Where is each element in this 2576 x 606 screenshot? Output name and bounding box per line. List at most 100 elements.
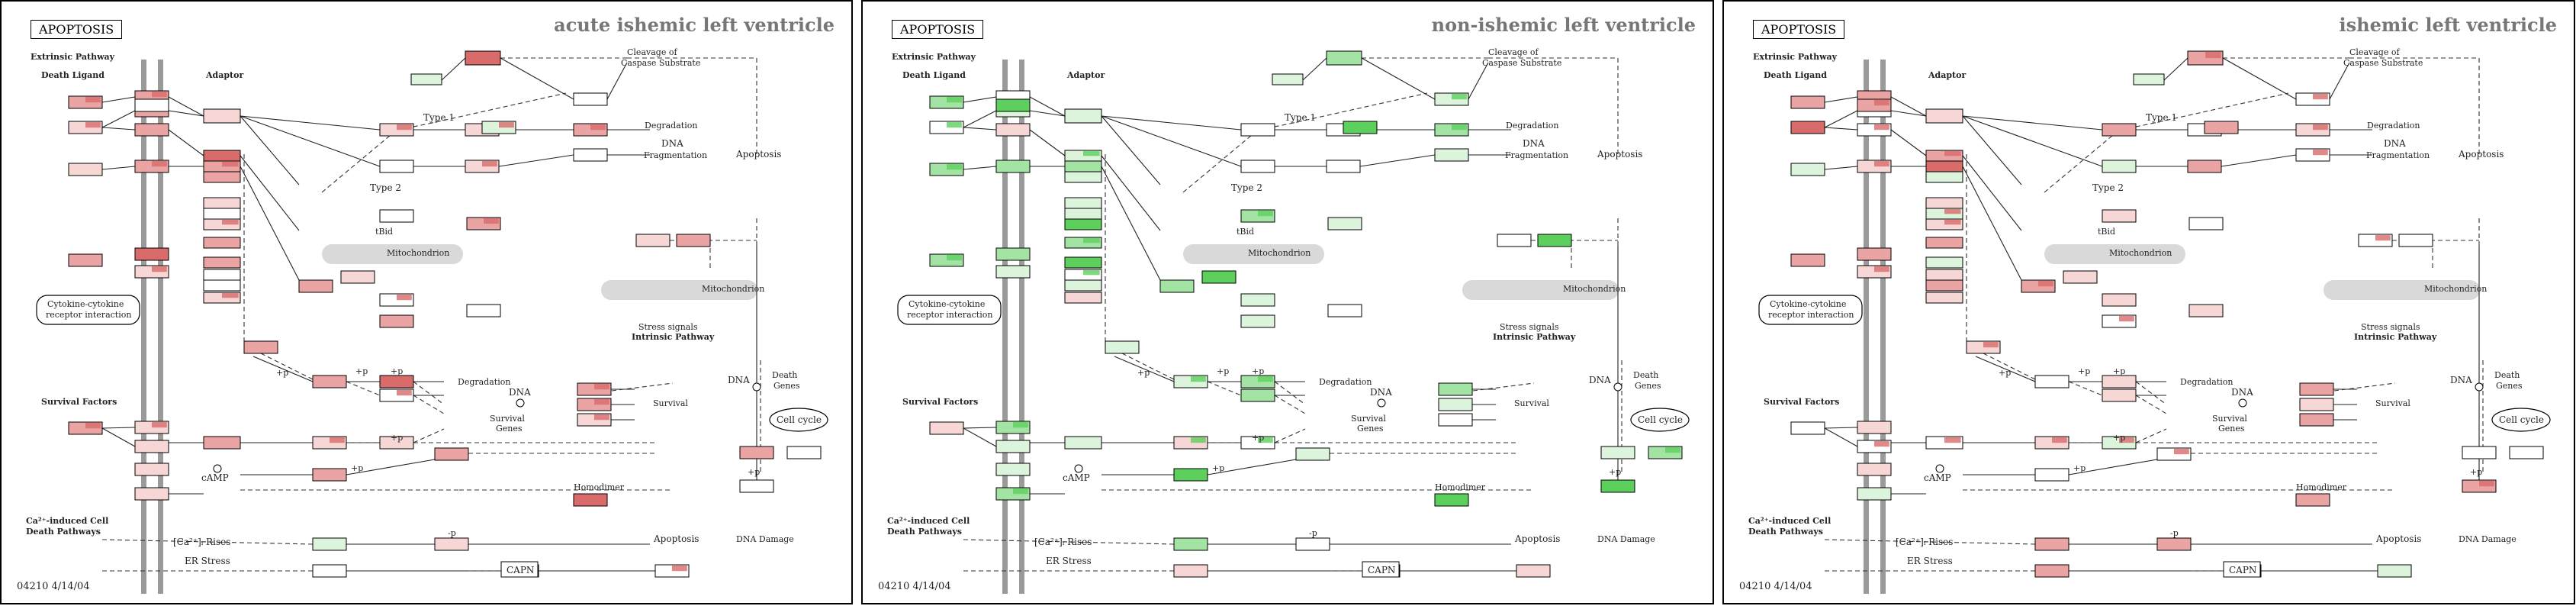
gene-node[interactable] — [134, 247, 169, 261]
gene-node[interactable] — [1327, 304, 1362, 318]
gene-node[interactable] — [203, 279, 241, 292]
gene-node[interactable] — [434, 537, 469, 551]
gene-node[interactable] — [2063, 270, 2098, 284]
gene-node[interactable] — [1497, 234, 1532, 247]
gene-node[interactable] — [1925, 150, 1963, 162]
gene-node[interactable] — [2295, 123, 2330, 137]
gene-node[interactable] — [2102, 436, 2137, 450]
gene-node[interactable] — [573, 148, 608, 162]
gene-node[interactable] — [243, 340, 278, 354]
gene-node[interactable] — [1438, 413, 1473, 427]
gene-node[interactable] — [68, 253, 103, 267]
gene-node[interactable] — [2156, 537, 2192, 551]
gene-node[interactable] — [481, 121, 516, 134]
gene-node[interactable] — [1159, 279, 1195, 293]
gene-node[interactable] — [1295, 447, 1330, 461]
gene-node[interactable] — [1064, 218, 1102, 230]
gene-node[interactable] — [1173, 537, 1208, 551]
gene-node[interactable] — [1925, 269, 1963, 281]
gene-node[interactable] — [577, 413, 612, 427]
gene-node[interactable] — [312, 468, 347, 482]
gene-node[interactable] — [134, 487, 169, 501]
gene-node[interactable] — [786, 446, 822, 459]
gene-node[interactable] — [2509, 446, 2544, 459]
gene-node[interactable] — [1925, 171, 1963, 183]
gene-node[interactable] — [676, 234, 711, 247]
gene-node[interactable] — [1064, 108, 1102, 124]
gene-node[interactable] — [1857, 160, 1892, 173]
gene-node[interactable] — [1434, 493, 1469, 507]
gene-node[interactable] — [203, 160, 241, 172]
gene-node[interactable] — [2034, 436, 2069, 450]
gene-node[interactable] — [2188, 217, 2224, 230]
gene-node[interactable] — [434, 447, 469, 461]
gene-node[interactable] — [995, 160, 1031, 173]
gene-node[interactable] — [2156, 447, 2192, 461]
gene-node[interactable] — [739, 479, 774, 493]
gene-node[interactable] — [1326, 160, 1361, 173]
gene-node[interactable] — [2102, 388, 2137, 402]
gene-node[interactable] — [2188, 304, 2224, 318]
gene-node[interactable] — [466, 217, 501, 230]
gene-node[interactable] — [1240, 388, 1275, 402]
gene-node[interactable] — [1173, 564, 1208, 578]
gene-node[interactable] — [1857, 463, 1892, 476]
gene-node[interactable] — [2102, 209, 2137, 223]
gene-node[interactable] — [2358, 234, 2393, 247]
gene-node[interactable] — [995, 421, 1031, 434]
gene-node[interactable] — [2102, 314, 2137, 328]
gene-node[interactable] — [1064, 292, 1102, 304]
gene-node[interactable] — [929, 253, 964, 267]
gene-node[interactable] — [1240, 293, 1275, 307]
gene-node[interactable] — [203, 218, 241, 230]
gene-node[interactable] — [2299, 398, 2334, 411]
gene-node[interactable] — [1925, 218, 1963, 230]
gene-node[interactable] — [1434, 92, 1469, 106]
gene-node[interactable] — [1064, 171, 1102, 183]
gene-node[interactable] — [995, 247, 1031, 261]
gene-node[interactable] — [2377, 564, 2412, 578]
gene-node[interactable] — [654, 564, 690, 578]
gene-node[interactable] — [203, 269, 241, 281]
gene-node[interactable] — [2299, 382, 2334, 396]
gene-node[interactable] — [1434, 123, 1469, 137]
gene-node[interactable] — [298, 279, 333, 293]
gene-node[interactable] — [1064, 237, 1102, 249]
gene-node[interactable] — [1857, 123, 1892, 137]
gene-node[interactable] — [1326, 50, 1362, 66]
gene-node[interactable] — [379, 436, 414, 450]
gene-node[interactable] — [2204, 121, 2239, 134]
gene-node[interactable] — [1857, 98, 1892, 112]
gene-node[interactable] — [1857, 421, 1892, 434]
gene-node[interactable] — [379, 314, 414, 328]
gene-node[interactable] — [203, 436, 241, 450]
gene-node[interactable] — [203, 292, 241, 304]
gene-node[interactable] — [203, 171, 241, 183]
gene-node[interactable] — [2299, 413, 2334, 427]
gene-node[interactable] — [2102, 293, 2137, 307]
gene-node[interactable] — [995, 123, 1031, 137]
gene-node[interactable] — [1064, 150, 1102, 162]
gene-node[interactable] — [577, 382, 612, 396]
gene-node[interactable] — [2398, 234, 2433, 247]
gene-node[interactable] — [1064, 436, 1102, 450]
gene-node[interactable] — [2462, 479, 2497, 493]
gene-node[interactable] — [312, 436, 347, 450]
gene-node[interactable] — [1790, 421, 1825, 435]
gene-node[interactable] — [635, 234, 671, 247]
gene-node[interactable] — [1064, 279, 1102, 292]
gene-node[interactable] — [1925, 108, 1963, 124]
gene-node[interactable] — [1327, 217, 1362, 230]
gene-node[interactable] — [312, 564, 347, 578]
gene-node[interactable] — [1240, 314, 1275, 328]
gene-node[interactable] — [466, 304, 501, 318]
gene-node[interactable] — [573, 92, 608, 106]
gene-node[interactable] — [577, 398, 612, 411]
gene-node[interactable] — [929, 421, 964, 435]
gene-node[interactable] — [1105, 340, 1140, 354]
gene-node[interactable] — [68, 163, 103, 176]
gene-node[interactable] — [379, 209, 414, 223]
gene-node[interactable] — [1925, 292, 1963, 304]
gene-node[interactable] — [2102, 375, 2137, 388]
gene-node[interactable] — [1438, 398, 1473, 411]
